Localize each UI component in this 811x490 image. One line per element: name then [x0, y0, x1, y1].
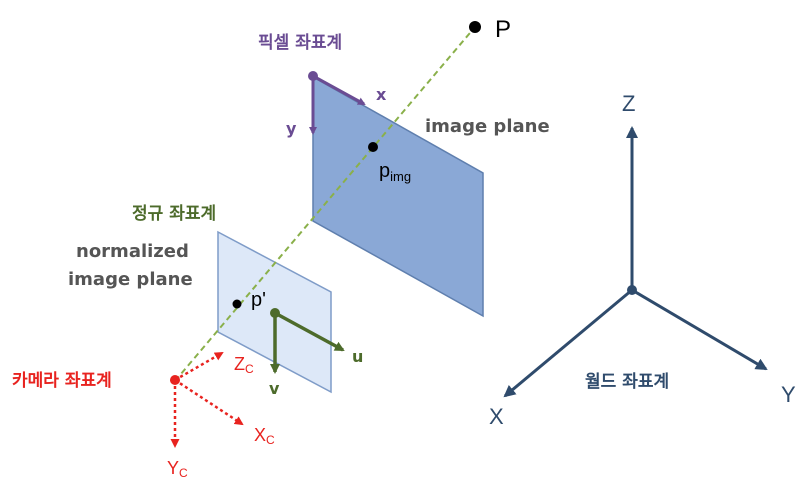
world-y-label: Y [781, 382, 796, 407]
pixel-x-axis [312, 74, 366, 106]
camera-z-axis [174, 351, 224, 382]
camera-coords-title: 카메라 좌표계 [12, 371, 112, 391]
pixel-coords-title: 픽셀 좌표계 [258, 33, 342, 53]
pixel-origin-dot [308, 71, 318, 81]
camera-x-base: X [254, 425, 266, 445]
point-p-dot [469, 21, 481, 33]
image-plane [312, 75, 484, 318]
pixel-y-label: y [286, 119, 297, 138]
point-p-label: P [495, 16, 511, 43]
camera-z-base: Z [234, 354, 245, 374]
projection-ray [174, 26, 476, 382]
camera-x-label: XC [254, 425, 275, 447]
camera-y-base: Y [167, 458, 179, 478]
camera-z-label: ZC [234, 354, 254, 376]
normalized-u-label: u [352, 347, 363, 366]
world-z-label: Z [622, 91, 635, 116]
pixel-x-label: x [376, 85, 387, 104]
world-x-label: X [489, 404, 504, 429]
camera-z-sub: C [245, 362, 254, 376]
p-img-base: p [379, 160, 390, 182]
world-x-axis [503, 288, 633, 398]
normalized-u-axis [274, 311, 345, 352]
camera-origin-dot [170, 375, 180, 385]
p-img-label: pimg [379, 160, 411, 184]
p-prime-label: p' [251, 289, 266, 311]
normalized-v-label: v [269, 379, 280, 398]
camera-y-sub: C [179, 466, 188, 480]
normalized-coords-title: 정규 좌표계 [132, 204, 216, 224]
camera-y-label: YC [167, 458, 188, 480]
world-y-axis [631, 288, 768, 371]
normalized-origin-dot [270, 308, 280, 318]
p-img-dot [368, 142, 378, 152]
normalized-plane-label-line1: normalized [76, 241, 189, 262]
p-img-sub: img [390, 169, 411, 184]
camera-x-sub: C [266, 433, 275, 447]
camera-x-axis [174, 378, 244, 426]
image-plane-label: image plane [425, 116, 550, 137]
world-coords-title: 월드 좌표계 [585, 372, 669, 392]
normalized-plane-label-line2: image plane [68, 269, 193, 290]
world-origin-dot [627, 285, 637, 295]
p-prime-dot [232, 299, 242, 309]
